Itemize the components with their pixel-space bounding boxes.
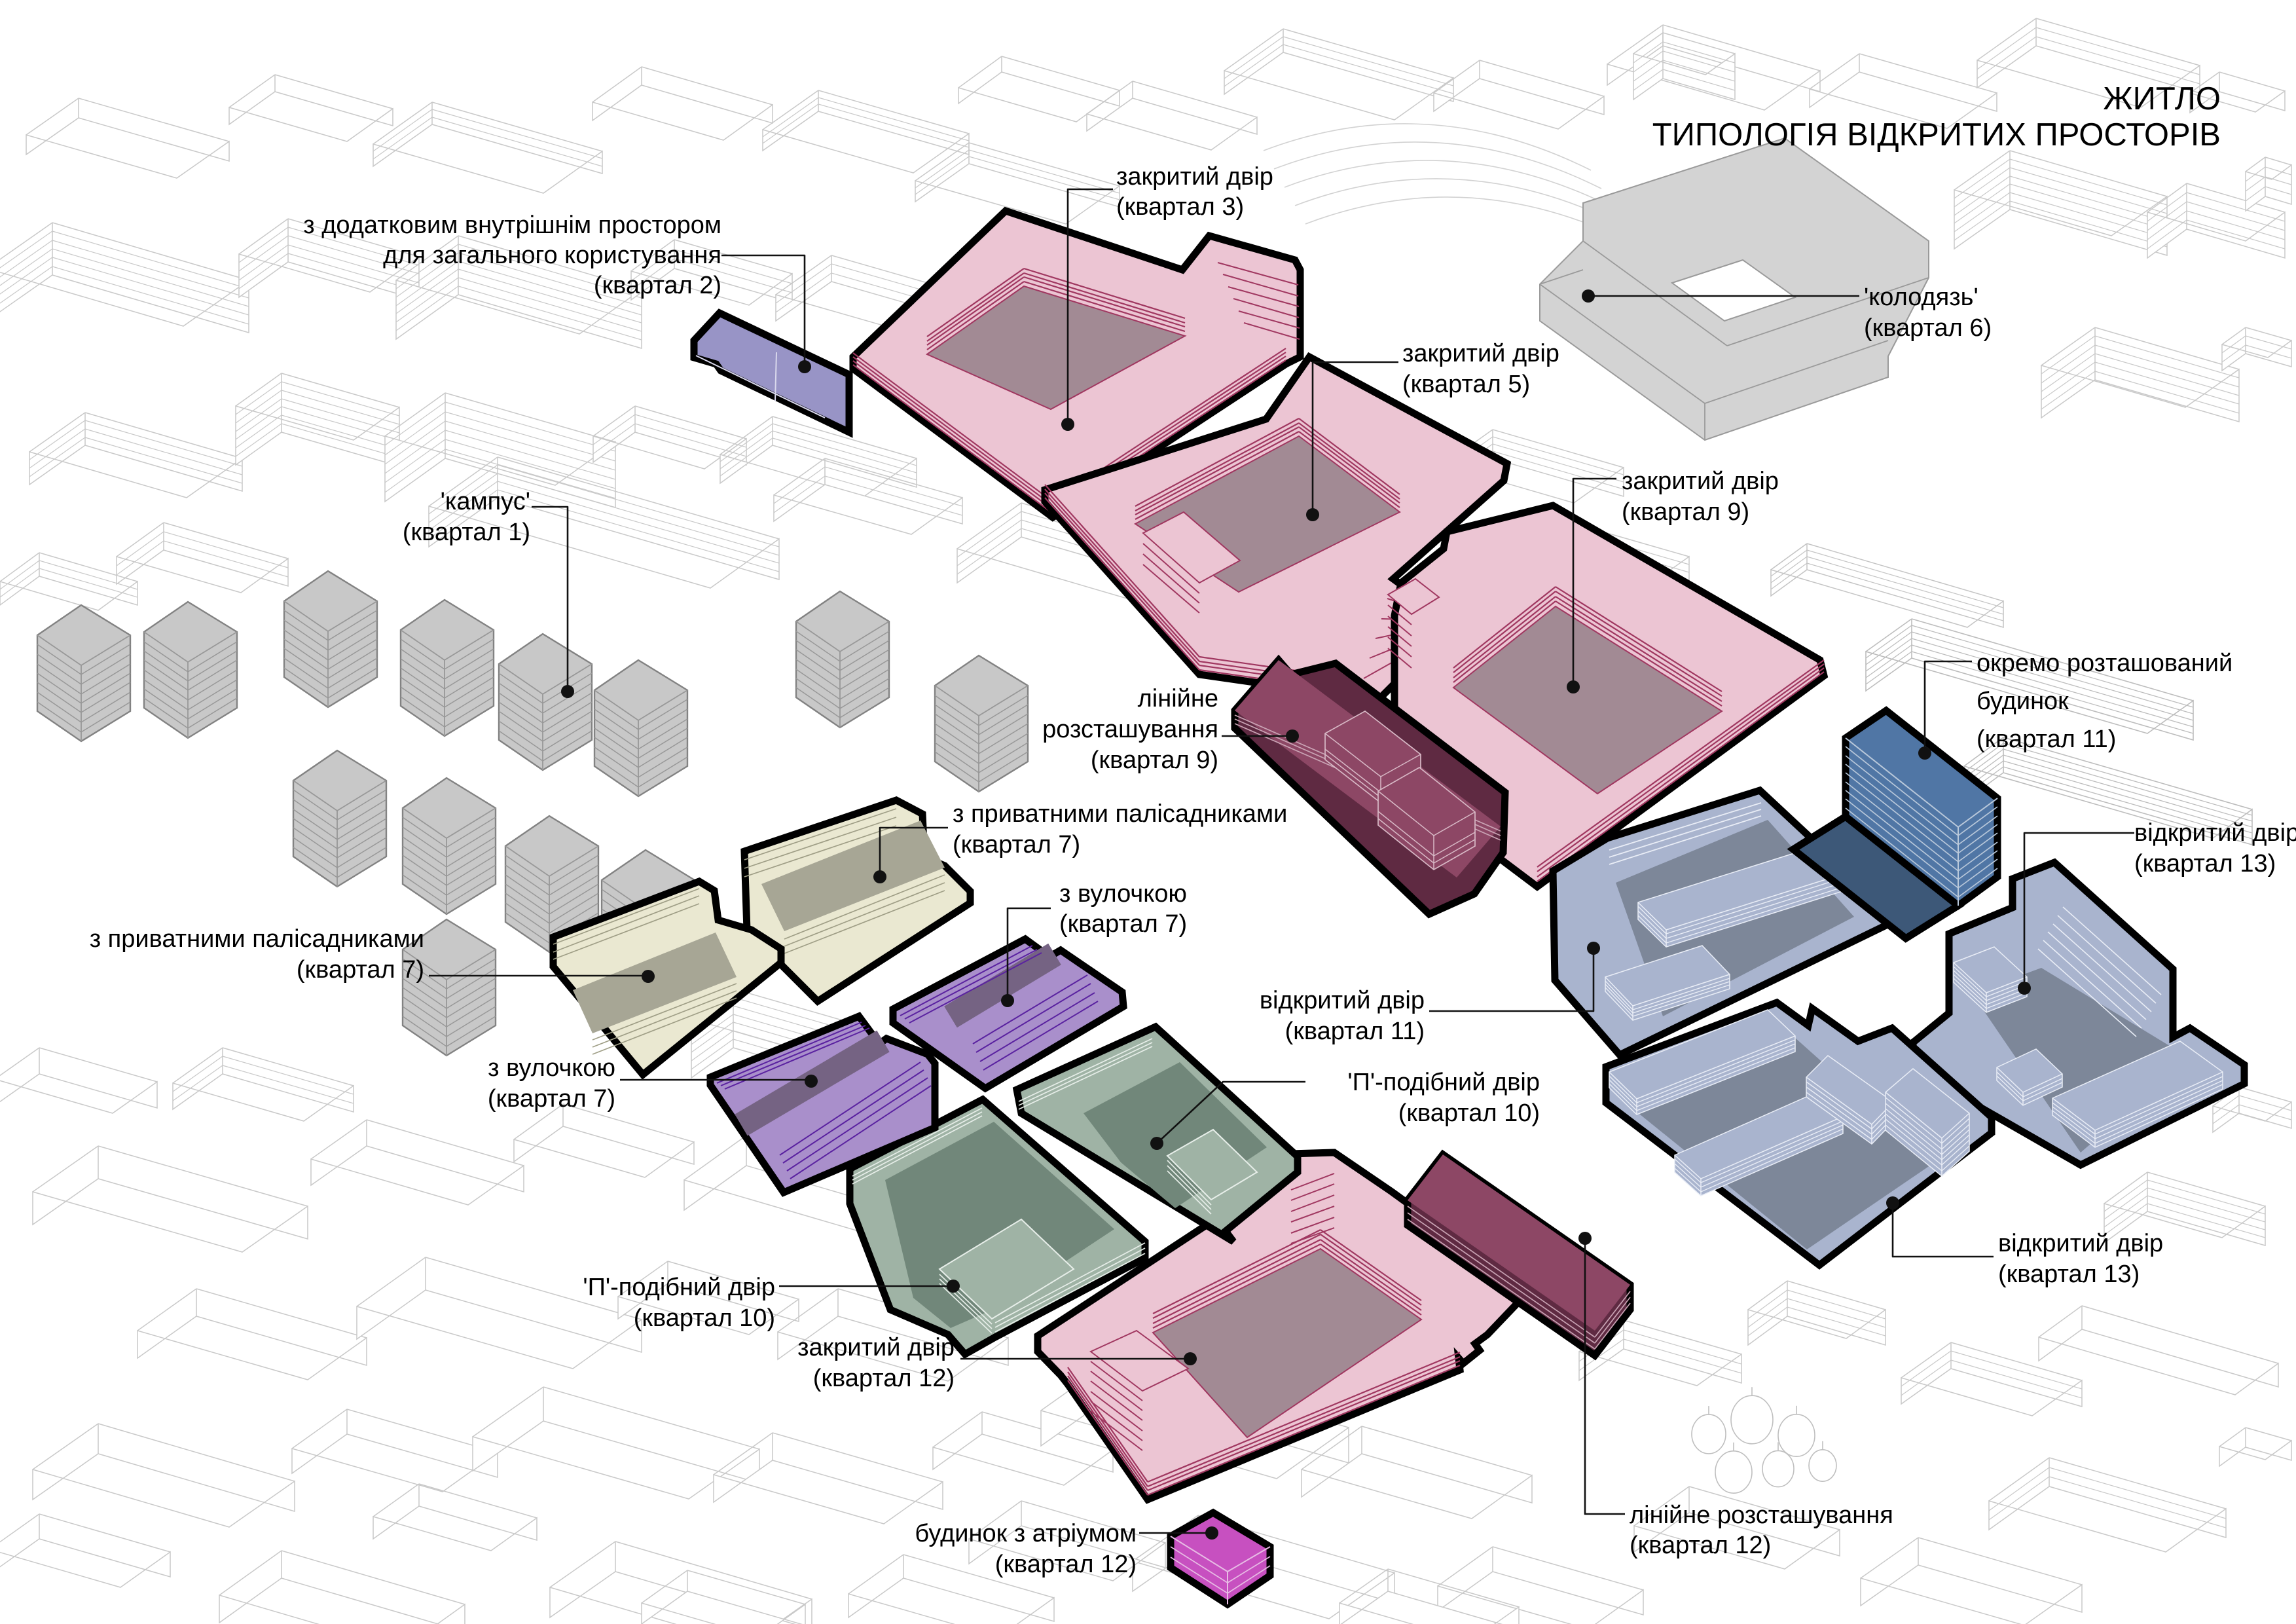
svg-text:з додатковим внутрішнім просто: з додатковим внутрішнім простором <box>303 212 721 239</box>
svg-text:(квартал 7): (квартал 7) <box>488 1085 615 1113</box>
svg-text:'колодязь': 'колодязь' <box>1864 284 1978 311</box>
svg-text:окремо розташований: окремо розташований <box>1977 650 2232 677</box>
svg-text:'П'-подібний двір: 'П'-подібний двір <box>1347 1069 1540 1096</box>
svg-text:(квартал 7): (квартал 7) <box>1059 910 1187 938</box>
svg-text:(квартал 13): (квартал 13) <box>2134 850 2276 877</box>
svg-text:(квартал 12): (квартал 12) <box>1630 1532 1771 1559</box>
svg-text:ТИПОЛОГІЯ ВІДКРИТИХ ПРОСТОРІВ: ТИПОЛОГІЯ ВІДКРИТИХ ПРОСТОРІВ <box>1652 117 2221 153</box>
svg-text:лінійне розсташування: лінійне розсташування <box>1630 1502 1893 1529</box>
svg-text:(квартал 2): (квартал 2) <box>594 272 721 299</box>
svg-text:(квартал 11): (квартал 11) <box>1977 726 2116 753</box>
svg-text:(квартал 12): (квартал 12) <box>813 1365 955 1392</box>
svg-text:закритий двір: закритий двір <box>1622 468 1779 495</box>
svg-text:'кампус': 'кампус' <box>441 488 530 515</box>
svg-text:(квартал 1): (квартал 1) <box>403 519 530 546</box>
svg-text:відкритий двір: відкритий двір <box>1260 987 1425 1014</box>
svg-text:з приватними палісадниками: з приватними палісадниками <box>953 800 1287 828</box>
svg-text:ЖИТЛО: ЖИТЛО <box>2103 81 2221 117</box>
svg-text:будинок: будинок <box>1977 688 2069 715</box>
svg-text:(квартал 9): (квартал 9) <box>1091 747 1218 774</box>
svg-text:з вулочкою: з вулочкою <box>488 1054 615 1082</box>
svg-text:(квартал 13): (квартал 13) <box>1998 1261 2140 1288</box>
svg-text:лінійне: лінійне <box>1138 685 1218 712</box>
svg-text:'П'-подібний двір: 'П'-подібний двір <box>583 1274 775 1301</box>
svg-text:з приватними палісадниками: з приватними палісадниками <box>90 925 424 953</box>
svg-text:(квартал 3): (квартал 3) <box>1116 193 1244 221</box>
svg-text:(квартал 6): (квартал 6) <box>1864 314 1992 342</box>
svg-text:(квартал 9): (квартал 9) <box>1622 498 1749 526</box>
svg-text:закритий двір: закритий двір <box>1116 163 1273 191</box>
svg-text:відкритий двір: відкритий двір <box>1998 1230 2163 1257</box>
svg-text:(квартал 7): (квартал 7) <box>953 831 1080 858</box>
svg-text:(квартал 10): (квартал 10) <box>1398 1099 1540 1127</box>
svg-text:для загального користування: для загального користування <box>383 242 721 269</box>
svg-text:з вулочкою: з вулочкою <box>1059 880 1187 908</box>
svg-text:розсташування: розсташування <box>1042 716 1218 743</box>
svg-text:будинок з атріумом: будинок з атріумом <box>915 1520 1137 1547</box>
svg-text:закритий двір: закритий двір <box>1402 340 1559 367</box>
svg-text:(квартал 5): (квартал 5) <box>1402 371 1530 398</box>
svg-text:(квартал 11): (квартал 11) <box>1285 1018 1425 1045</box>
svg-text:(квартал 7): (квартал 7) <box>297 956 424 984</box>
svg-text:(квартал 12): (квартал 12) <box>995 1551 1137 1578</box>
svg-text:(квартал 10): (квартал 10) <box>634 1304 775 1332</box>
svg-text:відкритий двір: відкритий двір <box>2134 819 2296 847</box>
svg-text:закритий двір: закритий двір <box>797 1334 955 1361</box>
